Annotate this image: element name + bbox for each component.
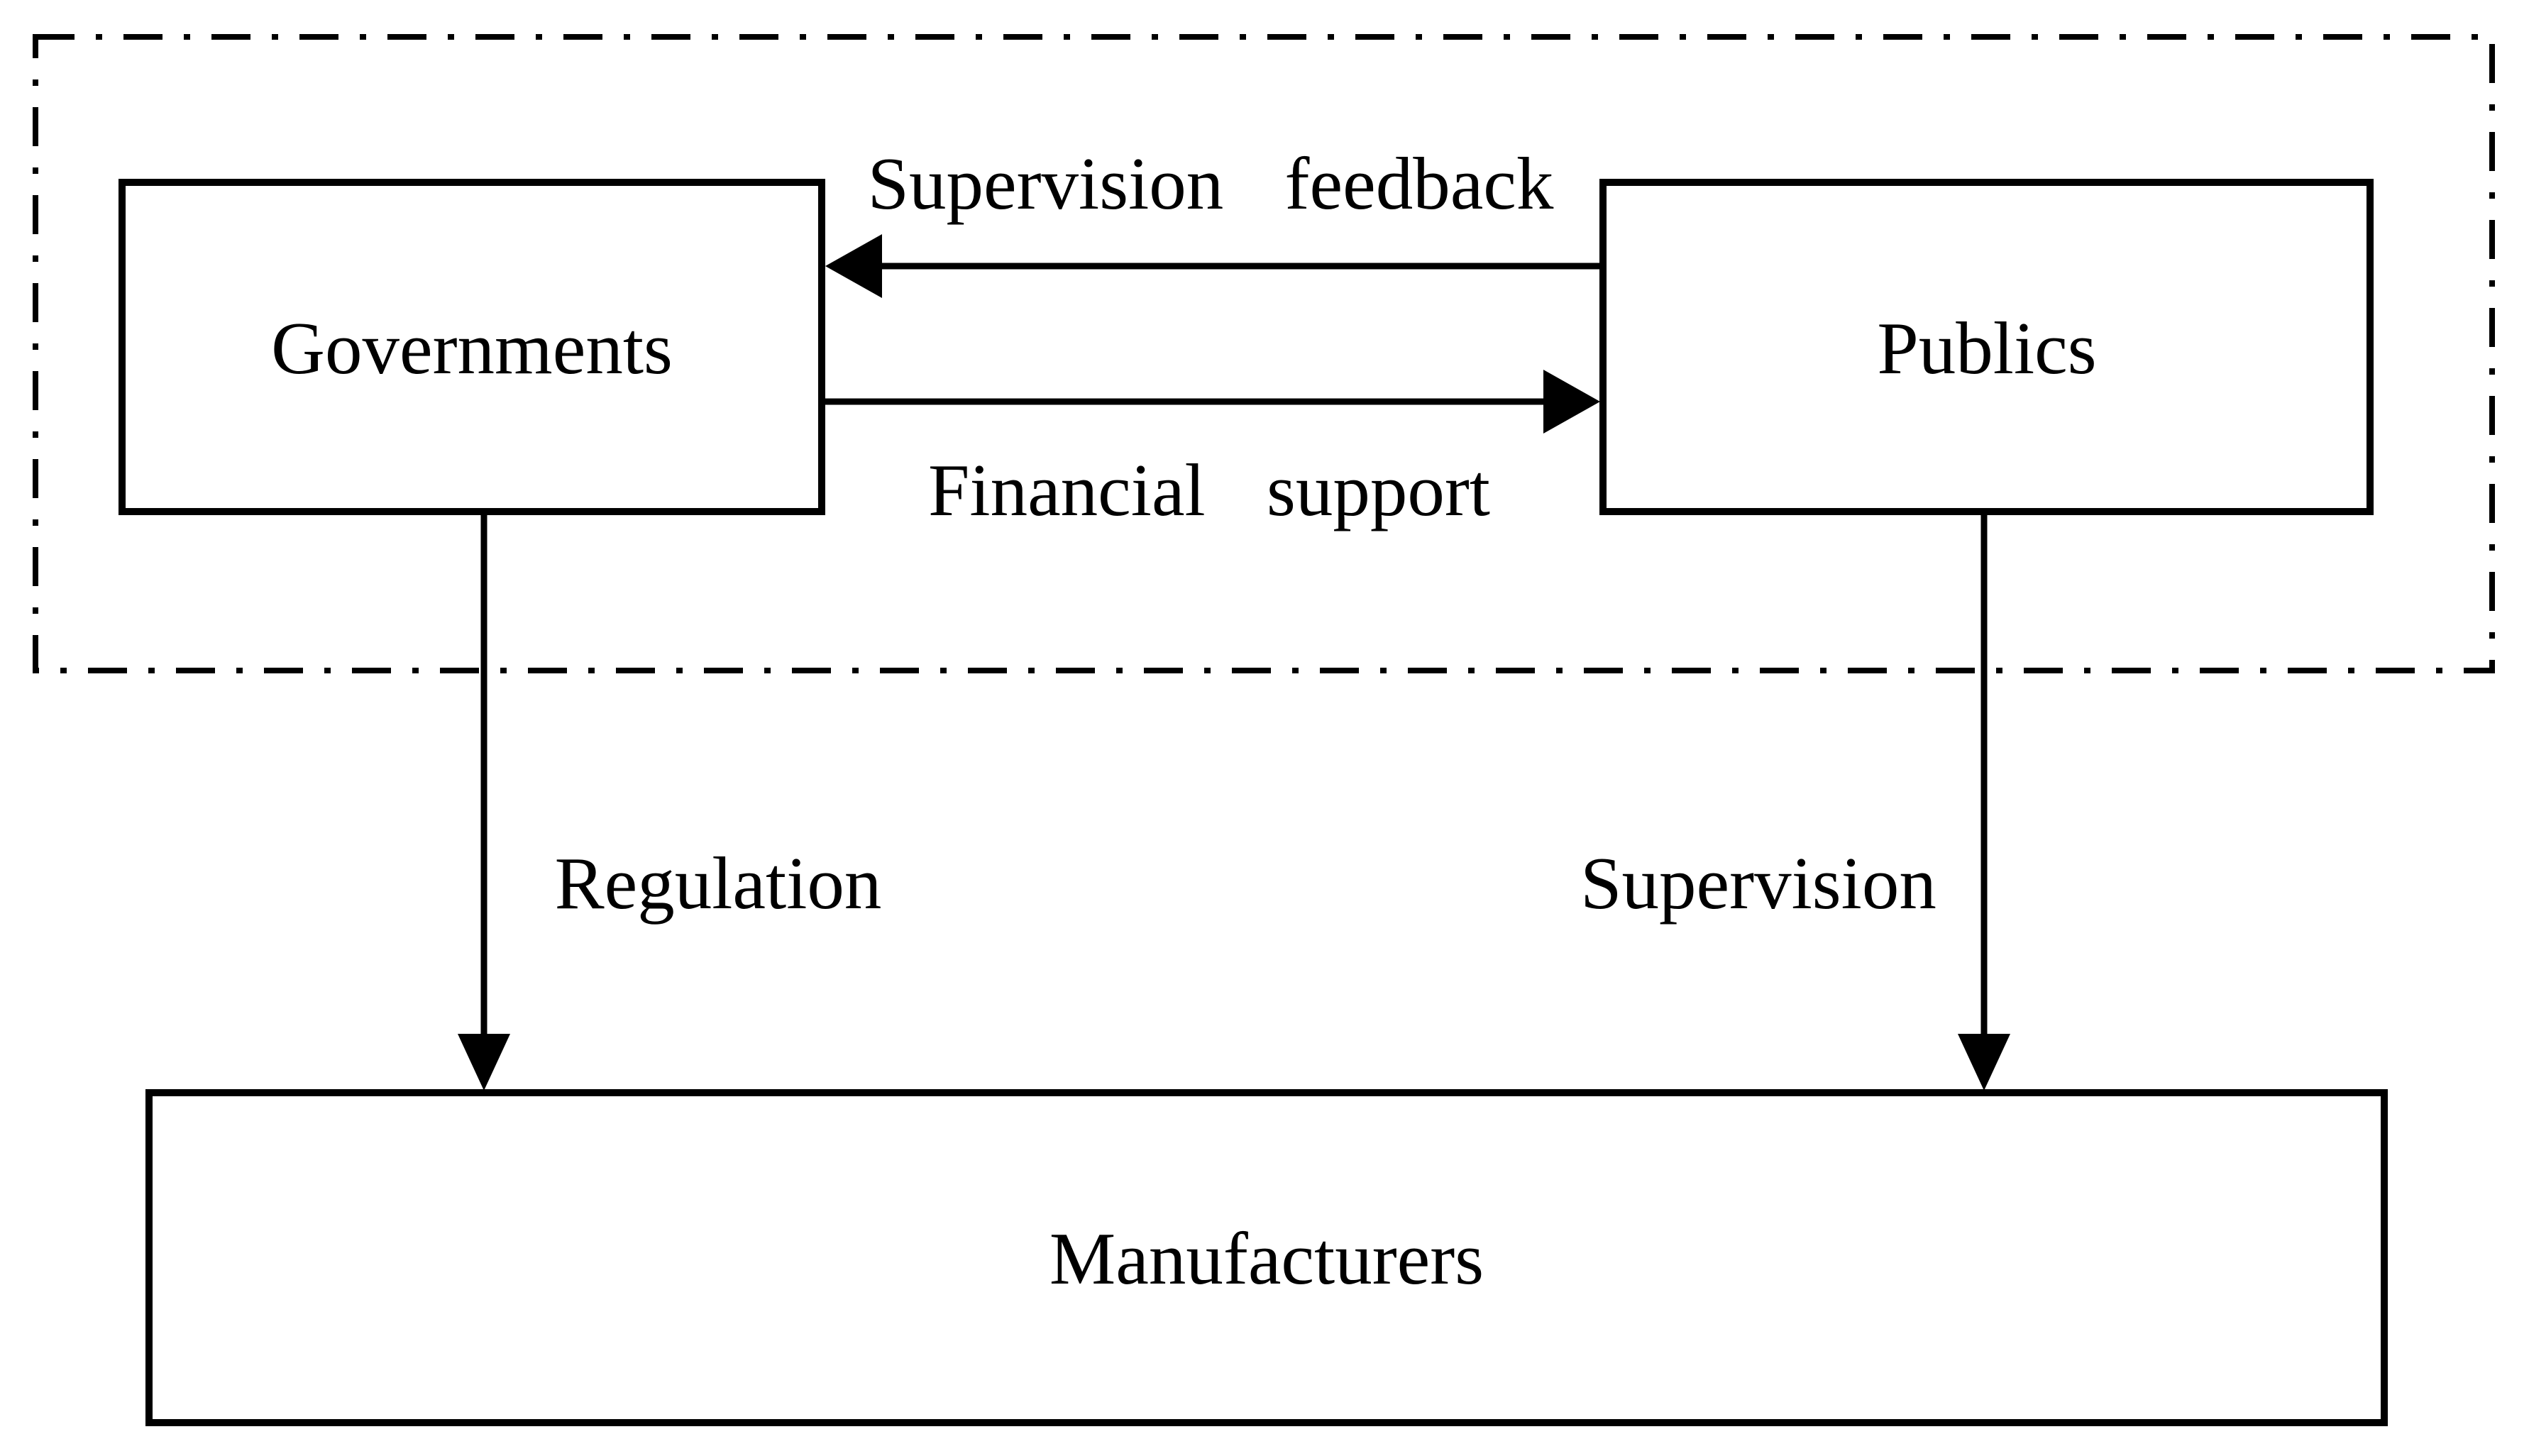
edge-supervision: Supervision — [1580, 512, 2010, 1091]
arrowhead-down-icon — [1958, 1034, 2010, 1091]
governments-label: Governments — [271, 307, 673, 390]
supervision-label: Supervision — [1580, 842, 1936, 925]
arrowhead-left-icon — [825, 234, 882, 298]
manufacturers-box — [145, 1089, 2388, 1426]
arrowhead-down-icon — [458, 1034, 510, 1091]
publics-label: Publics — [1877, 307, 2096, 390]
regulation-label: Regulation — [555, 842, 882, 925]
publics-box — [1599, 179, 2374, 515]
edge-regulation: Regulation — [458, 512, 881, 1091]
edge-supervision-feedback: Supervision feedback — [825, 142, 1603, 298]
node-publics: Publics — [1599, 179, 2374, 515]
financial-support-label: Financial support — [928, 448, 1490, 531]
system-boundary-box — [33, 34, 2495, 673]
governments-box — [119, 179, 825, 515]
manufacturers-label: Manufacturers — [1049, 1217, 1484, 1300]
node-manufacturers: Manufacturers — [145, 1089, 2388, 1426]
edge-financial-support: Financial support — [822, 370, 1600, 531]
supervision-feedback-label: Supervision feedback — [868, 142, 1554, 225]
arrowhead-right-icon — [1543, 370, 1600, 434]
node-governments: Governments — [119, 179, 825, 515]
